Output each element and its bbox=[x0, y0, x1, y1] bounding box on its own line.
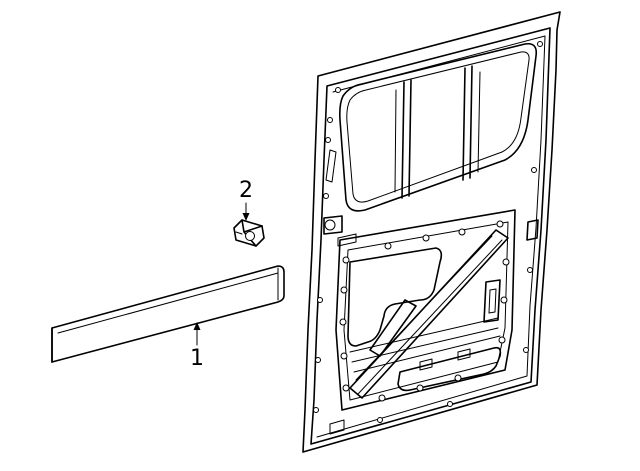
callout-1: 1 bbox=[190, 322, 204, 371]
lower-panel bbox=[323, 209, 539, 411]
callout-2: 2 bbox=[239, 178, 253, 221]
door-panel bbox=[302, 11, 561, 453]
callout-label-1: 1 bbox=[190, 346, 204, 371]
mounting-holes bbox=[313, 41, 543, 423]
leader-arrowhead bbox=[193, 322, 201, 330]
clip bbox=[233, 219, 265, 247]
callout-label-2: 2 bbox=[239, 178, 253, 203]
leader-arrowhead bbox=[242, 213, 250, 221]
molding-strip bbox=[51, 265, 285, 363]
window-opening bbox=[325, 42, 538, 212]
